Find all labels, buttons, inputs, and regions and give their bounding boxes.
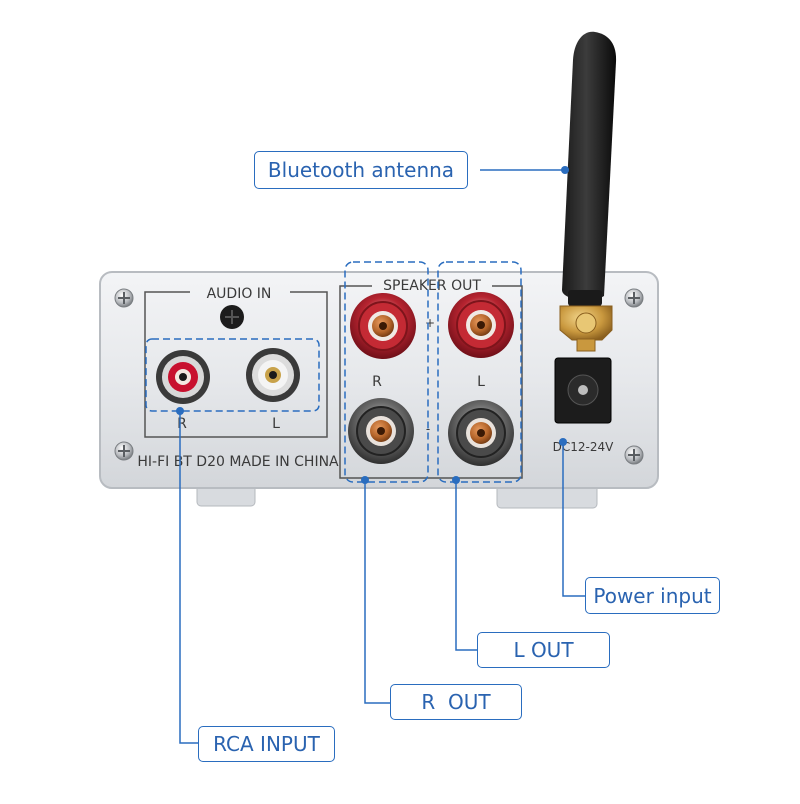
leader-dot-power	[559, 438, 567, 446]
callout-rca-input: RCA INPUT	[198, 726, 335, 762]
rca-l-label: L	[272, 416, 280, 432]
callout-power-input: Power input	[585, 577, 720, 614]
black-screw	[220, 305, 244, 329]
leader-lout	[455, 480, 477, 651]
leader-dot-bluetooth	[561, 166, 569, 174]
rca-jack-l	[246, 348, 300, 402]
leader-rout	[364, 480, 390, 704]
rca-jack-r	[156, 350, 210, 404]
speaker-l-label: L	[477, 374, 485, 390]
binding-post-l-minus	[448, 400, 514, 466]
callout-r-out-text: R OUT	[421, 690, 491, 714]
plus-sign-r: +	[425, 316, 435, 330]
callout-rca-input-text: RCA INPUT	[213, 732, 320, 756]
binding-post-l-plus	[448, 292, 514, 358]
leader-dot-rout	[361, 476, 369, 484]
binding-post-r-minus	[348, 398, 414, 464]
speaker-r-highlight-box	[344, 261, 429, 483]
callout-l-out-text: L OUT	[513, 638, 574, 662]
screw-top-left	[114, 288, 134, 308]
audio-in-label: AUDIO IN	[207, 286, 272, 302]
binding-post-r-plus	[350, 293, 416, 359]
callout-power-input-text: Power input	[593, 583, 712, 608]
leader-dot-rca	[176, 407, 184, 415]
dc-voltage-label: DC12-24V	[553, 440, 614, 454]
callout-bluetooth-antenna: Bluetooth antenna	[254, 151, 468, 189]
dc-power-jack	[554, 357, 612, 424]
rca-r-label: R	[177, 416, 187, 432]
speaker-l-highlight-box	[437, 261, 522, 483]
callout-bluetooth-antenna-text: Bluetooth antenna	[267, 158, 455, 182]
audio-in-frame	[144, 291, 328, 438]
speaker-out-label: SPEAKER OUT	[383, 278, 481, 294]
model-text: HI-FI BT D20 MADE IN CHINA	[137, 454, 339, 470]
minus-sign-r: -	[426, 422, 430, 436]
speaker-r-label: R	[372, 374, 382, 390]
leader-rca	[179, 411, 198, 744]
screw-top-right	[624, 288, 644, 308]
screw-bottom-right	[624, 445, 644, 465]
callout-l-out: L OUT	[477, 632, 610, 668]
rca-highlight-box	[145, 338, 320, 412]
callout-r-out: R OUT	[390, 684, 522, 720]
leader-power	[562, 442, 585, 597]
bluetooth-antenna-graphic	[559, 31, 617, 352]
screw-bottom-left	[114, 441, 134, 461]
leader-dot-lout	[452, 476, 460, 484]
